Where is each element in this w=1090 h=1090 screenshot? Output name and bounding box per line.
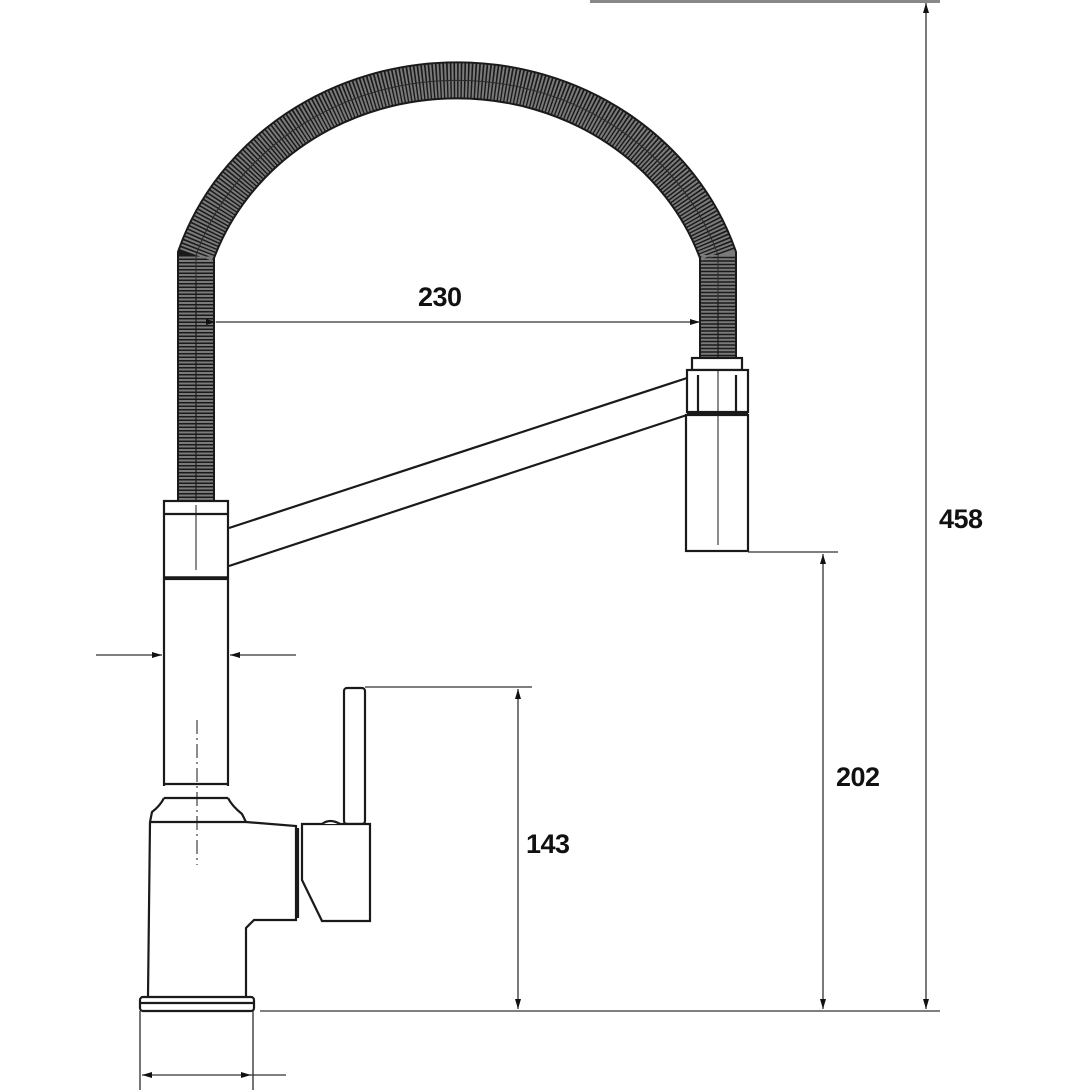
dimension-143 [365, 686, 532, 1009]
spray-head [684, 356, 750, 553]
swivel-arm [228, 376, 688, 568]
mixer-body [146, 820, 298, 997]
dimension-label-458: 458 [939, 504, 983, 534]
dimension-202 [748, 551, 838, 1009]
dimension-label-230: 230 [418, 282, 462, 312]
spring-hose [177, 61, 737, 500]
dimension-label-143: 143 [526, 829, 570, 859]
column [148, 499, 247, 865]
dimension-label-202: 202 [836, 762, 880, 792]
lever [296, 686, 372, 923]
base-ring [138, 995, 256, 1090]
